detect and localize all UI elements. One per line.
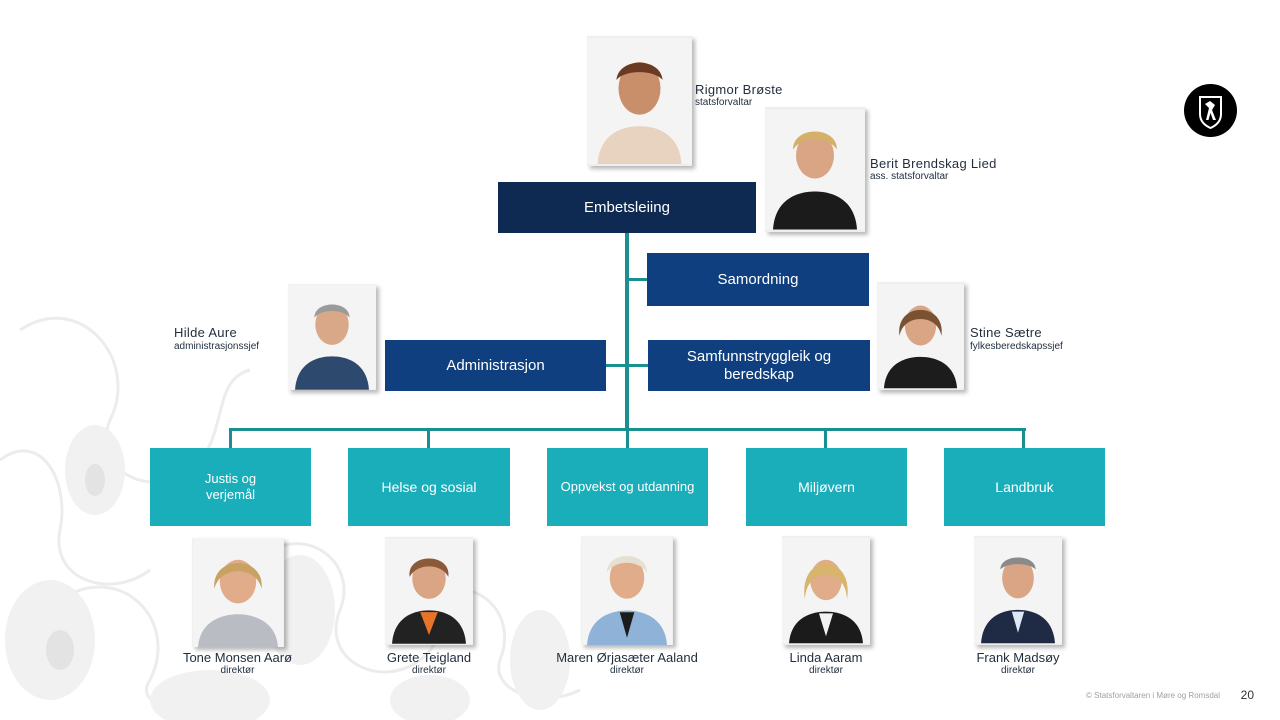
photo-director-justis	[192, 538, 284, 647]
box-embetsleiing: Embetsleiing	[498, 182, 756, 233]
photo-director-oppvekst	[581, 536, 673, 645]
box-samordning: Samordning	[647, 253, 869, 306]
photo-assistant-leader	[765, 107, 865, 232]
box-oppvekst: Oppvekst og utdanning	[547, 448, 708, 526]
connector-samordning	[627, 278, 647, 281]
assistant-leader-title: ass. statsforvaltar	[870, 171, 949, 182]
box-helse: Helse og sosial	[348, 448, 510, 526]
box-justis: Justis og verjemål	[150, 448, 311, 526]
director-helse-name: Grete Teigland	[386, 650, 472, 665]
coat-of-arms-logo	[1184, 84, 1237, 137]
preparedness-chief-title: fylkesberedskapssjef	[970, 341, 1063, 352]
director-miljovern-title: direktør	[809, 665, 843, 676]
connector-drop-2	[427, 428, 430, 448]
leader-title: statsforvaltar	[695, 97, 753, 108]
box-administrasjon: Administrasjon	[385, 340, 606, 391]
photo-director-helse	[385, 537, 473, 645]
connector-drop-4	[824, 428, 827, 448]
director-oppvekst-name: Maren Ørjasæter Aaland	[556, 650, 698, 665]
footer-copyright: © Statsforvaltaren i Møre og Romsdal	[1086, 691, 1220, 700]
photo-admin-chief	[288, 284, 376, 390]
director-landbruk-name: Frank Madsøy	[976, 650, 1060, 665]
box-landbruk: Landbruk	[944, 448, 1105, 526]
director-landbruk-title: direktør	[1001, 665, 1035, 676]
director-justis-title: direktør	[220, 665, 255, 676]
box-samfunnstryggleik: Samfunnstryggleik og beredskap	[648, 340, 870, 391]
photo-director-miljovern	[782, 536, 870, 645]
leader-name: Rigmor Brøste	[695, 82, 783, 97]
connector-drop-3	[626, 428, 629, 448]
director-miljovern-name: Linda Aaram	[789, 650, 863, 665]
connector-drop-5	[1022, 428, 1025, 448]
director-helse-title: direktør	[412, 665, 446, 676]
director-oppvekst-title: direktør	[610, 665, 644, 676]
connector-samfunn	[627, 364, 648, 367]
connector-trunk	[625, 233, 629, 431]
photo-director-landbruk	[974, 536, 1062, 645]
page-number: 20	[1240, 688, 1254, 702]
admin-chief-title: administrasjonssjef	[174, 341, 260, 352]
photo-leader	[587, 36, 692, 166]
assistant-leader-name: Berit Brendskag Lied	[870, 156, 997, 171]
photo-preparedness-chief	[877, 282, 964, 390]
director-justis-name: Tone Monsen Aarø	[182, 650, 293, 665]
admin-chief-name: Hilde Aure	[174, 325, 237, 340]
preparedness-chief-name: Stine Sætre	[970, 325, 1042, 340]
connector-drop-1	[229, 428, 232, 448]
box-miljovern: Miljøvern	[746, 448, 907, 526]
connector-administrasjon	[606, 364, 627, 367]
